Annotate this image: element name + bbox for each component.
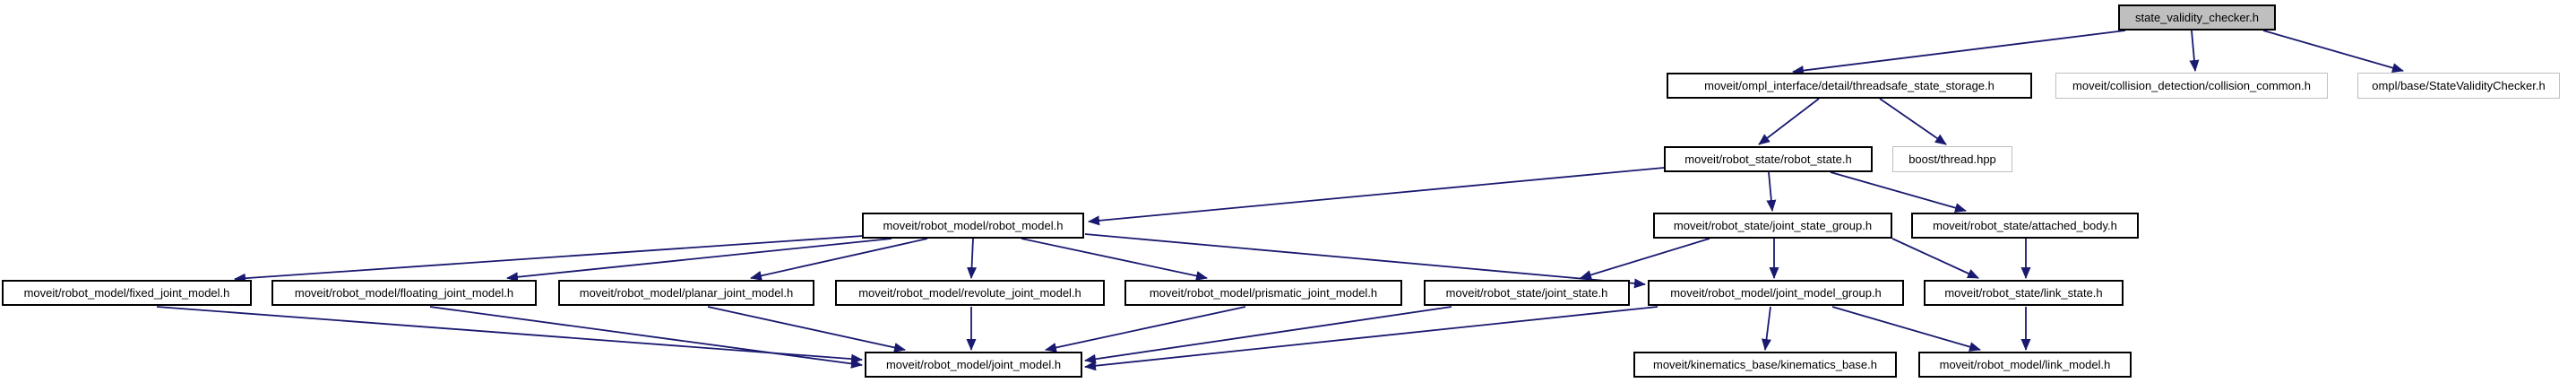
edge-robot_model-to-revolute_joint_model bbox=[967, 238, 978, 279]
edge-robot_model-to-planar_joint_model bbox=[750, 238, 928, 281]
node-label: moveit/robot_state/robot_state.h bbox=[1684, 152, 1852, 166]
node-label: moveit/robot_model/joint_model_group.h bbox=[1670, 286, 1882, 300]
node-floating_joint_model[interactable]: moveit/robot_model/floating_joint_model.… bbox=[271, 280, 537, 306]
edge-robot_state-to-attached_body bbox=[1830, 171, 1967, 213]
node-state_validity_checker: state_validity_checker.h bbox=[2118, 4, 2276, 30]
node-collision_common: moveit/collision_detection/collision_com… bbox=[2055, 73, 2328, 99]
node-threadsafe_state_storage[interactable]: moveit/ompl_interface/detail/threadsafe_… bbox=[1667, 73, 2032, 99]
edge-robot_model-to-fixed_joint_model bbox=[234, 235, 864, 283]
node-joint_state[interactable]: moveit/robot_state/joint_state.h bbox=[1424, 280, 1630, 306]
edge-threadsafe_state_storage-to-boost_thread bbox=[1879, 98, 1947, 145]
edge-robot_state-to-robot_model bbox=[1088, 167, 1665, 226]
node-robot_model[interactable]: moveit/robot_model/robot_model.h bbox=[862, 213, 1084, 239]
node-attached_body[interactable]: moveit/robot_state/attached_body.h bbox=[1911, 213, 2139, 239]
node-planar_joint_model[interactable]: moveit/robot_model/planar_joint_model.h bbox=[558, 280, 814, 306]
node-joint_model[interactable]: moveit/robot_model/joint_model.h bbox=[865, 352, 1082, 378]
edge-planar_joint_model-to-joint_model bbox=[707, 306, 906, 353]
edge-state_validity_checker-to-threadsafe_state_storage bbox=[1792, 30, 2126, 75]
edge-joint_model_group-to-link_model bbox=[1831, 306, 1981, 352]
node-label: moveit/collision_detection/collision_com… bbox=[2072, 79, 2311, 92]
node-label: moveit/robot_model/revolute_joint_model.… bbox=[858, 286, 1081, 300]
node-kinematics_base[interactable]: moveit/kinematics_base/kinematics_base.h bbox=[1633, 352, 1897, 378]
node-label: moveit/robot_state/joint_state.h bbox=[1445, 286, 1608, 300]
edge-joint_model_group-to-kinematics_base bbox=[1762, 306, 1771, 351]
edge-prismatic_joint_model-to-joint_model bbox=[1045, 306, 1246, 353]
node-link_model[interactable]: moveit/robot_model/link_model.h bbox=[1918, 352, 2132, 378]
node-label: moveit/robot_model/floating_joint_model.… bbox=[294, 286, 514, 300]
node-label: moveit/robot_model/prismatic_joint_model… bbox=[1149, 286, 1378, 300]
edge-robot_state-to-joint_state_group bbox=[1766, 171, 1777, 212]
edge-joint_state-to-joint_model bbox=[1084, 306, 1452, 364]
node-joint_state_group[interactable]: moveit/robot_state/joint_state_group.h bbox=[1653, 213, 1892, 239]
edge-robot_model-to-joint_model_group bbox=[1084, 233, 1646, 289]
edge-fixed_joint_model-to-joint_model bbox=[156, 306, 863, 364]
node-label: moveit/robot_model/joint_model.h bbox=[885, 358, 1062, 371]
edge-joint_model_group-to-joint_model bbox=[1084, 306, 1658, 371]
node-joint_model_group[interactable]: moveit/robot_model/joint_model_group.h bbox=[1648, 280, 1904, 306]
node-label: moveit/robot_model/fixed_joint_model.h bbox=[23, 286, 230, 300]
node-label: moveit/robot_model/planar_joint_model.h bbox=[579, 286, 794, 300]
edge-robot_model-to-prismatic_joint_model bbox=[1021, 238, 1208, 281]
edge-robot_model-to-floating_joint_model bbox=[506, 238, 892, 283]
edge-joint_state_group-to-joint_state bbox=[1580, 238, 1710, 280]
node-label: moveit/robot_model/robot_model.h bbox=[883, 219, 1064, 232]
edge-state_validity_checker-to-ompl_state_validity_checker bbox=[2262, 30, 2404, 73]
node-label: moveit/robot_state/joint_state_group.h bbox=[1673, 219, 1873, 232]
node-fixed_joint_model[interactable]: moveit/robot_model/fixed_joint_model.h bbox=[2, 280, 252, 306]
node-label: moveit/kinematics_base/kinematics_base.h bbox=[1652, 358, 1877, 371]
node-label: boost/thread.hpp bbox=[1908, 152, 1996, 166]
node-robot_state[interactable]: moveit/robot_state/robot_state.h bbox=[1664, 146, 1873, 172]
edge-floating_joint_model-to-joint_model bbox=[429, 306, 863, 369]
node-prismatic_joint_model[interactable]: moveit/robot_model/prismatic_joint_model… bbox=[1124, 280, 1402, 306]
node-label: ompl/base/StateValidityChecker.h bbox=[2372, 79, 2546, 92]
node-ompl_state_validity_checker: ompl/base/StateValidityChecker.h bbox=[2357, 73, 2560, 99]
node-label: state_validity_checker.h bbox=[2134, 11, 2260, 24]
node-label: moveit/robot_state/link_state.h bbox=[1944, 286, 2103, 300]
node-revolute_joint_model[interactable]: moveit/robot_model/revolute_joint_model.… bbox=[835, 280, 1105, 306]
edge-threadsafe_state_storage-to-robot_state bbox=[1758, 98, 1820, 145]
edge-state_validity_checker-to-collision_common bbox=[2189, 30, 2200, 72]
edge-joint_state_group-to-link_state bbox=[1891, 238, 1979, 279]
node-link_state[interactable]: moveit/robot_state/link_state.h bbox=[1924, 280, 2124, 306]
node-boost_thread: boost/thread.hpp bbox=[1892, 146, 2012, 172]
node-label: moveit/robot_model/link_model.h bbox=[1939, 358, 2111, 371]
node-label: moveit/robot_state/attached_body.h bbox=[1933, 219, 2117, 232]
node-label: moveit/ompl_interface/detail/threadsafe_… bbox=[1704, 79, 1994, 92]
